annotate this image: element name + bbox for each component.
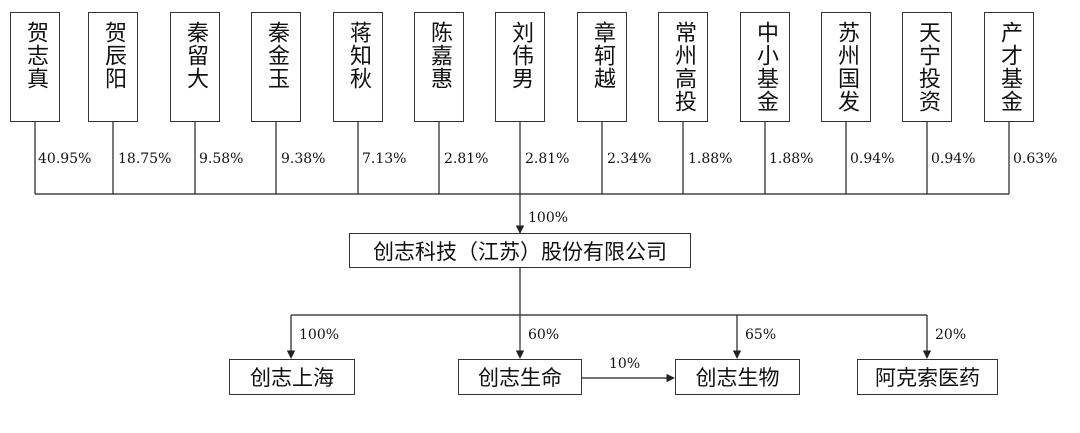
shareholder-pct: 0.94% [931, 151, 976, 167]
shareholder-name: 天宁投资 [915, 21, 940, 113]
subsidiary-box: 创志生物 [675, 359, 800, 395]
shareholder-pct: 0.94% [850, 151, 895, 167]
shareholder-pct: 2.81% [525, 151, 570, 167]
shareholder-name: 产才基金 [997, 21, 1022, 113]
shareholder-name: 贺志真 [23, 21, 48, 90]
shareholder-pct: 40.95% [38, 151, 92, 167]
shareholder-pct: 0.63% [1013, 151, 1058, 167]
shareholder-box: 中小基金 [740, 12, 790, 122]
subsidiary-box: 阿克索医药 [857, 359, 998, 395]
shareholder-name: 苏州国发 [834, 21, 859, 113]
shareholder-name: 蒋知秋 [346, 21, 371, 90]
shareholder-box: 章轲越 [577, 12, 627, 122]
shareholder-name: 刘伟男 [508, 21, 533, 90]
shareholder-pct: 2.81% [444, 151, 489, 167]
subsidiary-name: 阿克索医药 [875, 366, 980, 390]
shareholder-pct: 9.38% [281, 151, 326, 167]
shareholder-box: 刘伟男 [495, 12, 545, 122]
shareholder-pct: 1.88% [688, 151, 733, 167]
subsidiary-box: 创志上海 [229, 359, 355, 395]
shareholder-box: 贺辰阳 [88, 12, 138, 122]
subsidiary-box: 创志生命 [458, 359, 582, 395]
shareholder-name: 秦留大 [183, 21, 208, 90]
shareholder-box: 秦金玉 [251, 12, 301, 122]
shareholder-pct: 2.34% [607, 151, 652, 167]
shareholder-box: 蒋知秋 [333, 12, 383, 122]
subsidiary-pct: 60% [528, 327, 560, 343]
subsidiary-pct: 65% [745, 327, 777, 343]
shareholder-name: 陈嘉惠 [427, 21, 452, 90]
shareholder-name: 贺辰阳 [101, 21, 126, 90]
shareholder-name: 章轲越 [590, 21, 615, 90]
shareholder-pct: 1.88% [769, 151, 814, 167]
company-name: 创志科技（江苏）股份有限公司 [373, 239, 667, 264]
shareholder-box: 天宁投资 [902, 12, 952, 122]
subsidiary-pct: 20% [935, 327, 967, 343]
subsidiary-pct: 100% [299, 327, 340, 343]
shareholder-box: 秦留大 [170, 12, 220, 122]
subsidiary-name: 创志生物 [695, 366, 780, 390]
shareholder-box: 贺志真 [10, 12, 60, 122]
shareholder-pct: 9.58% [199, 151, 244, 167]
shareholder-box: 常州高投 [658, 12, 708, 122]
shareholder-box: 陈嘉惠 [414, 12, 464, 122]
company-box: 创志科技（江苏）股份有限公司 [349, 233, 691, 268]
shareholder-box: 产才基金 [984, 12, 1034, 122]
shareholder-name: 中小基金 [753, 21, 778, 113]
cross-link-pct: 10% [609, 356, 641, 372]
shareholder-pct: 18.75% [118, 151, 172, 167]
subsidiary-name: 创志上海 [250, 366, 334, 390]
subsidiary-name: 创志生命 [478, 366, 562, 390]
company-ownership-pct: 100% [528, 210, 569, 226]
shareholder-box: 苏州国发 [821, 12, 871, 122]
shareholder-pct: 7.13% [362, 151, 407, 167]
shareholder-name: 常州高投 [671, 21, 696, 113]
shareholder-name: 秦金玉 [264, 21, 289, 90]
